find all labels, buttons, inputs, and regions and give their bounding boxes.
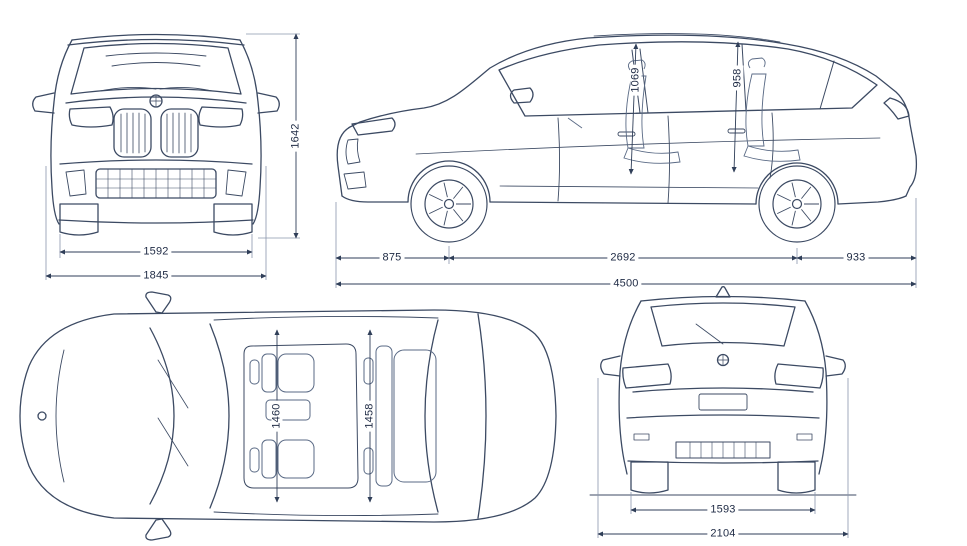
- top-wipers: [157, 359, 189, 467]
- side-view-drawing: [335, 33, 918, 288]
- dim-side-front-overhang: 875: [379, 252, 405, 264]
- front-headlights: [68, 106, 244, 128]
- rear-bumper: [627, 433, 819, 464]
- front-mirrors: [32, 92, 280, 114]
- dim-side-rear-headroom: 958: [732, 65, 744, 91]
- bmw-roundel-icon: [37, 411, 47, 421]
- rear-car-outline: [589, 286, 857, 496]
- top-view-panel: 1460 1458: [4, 290, 570, 542]
- front-car-outline: [32, 33, 280, 236]
- rear-mirrors: [600, 355, 846, 377]
- front-view-panel: 1592 1845 1642: [8, 6, 308, 284]
- dim-front-track-width: 1592: [140, 246, 172, 258]
- side-mirror: [509, 87, 534, 104]
- side-view-panel: 1069 958 875 2692 933 4500: [318, 6, 962, 296]
- rear-taillights: [622, 363, 824, 389]
- side-taillight: [883, 97, 910, 120]
- bmw-roundel-icon: [716, 353, 730, 367]
- side-wheels: [410, 165, 836, 243]
- rear-view-drawing: [589, 286, 857, 538]
- front-view-drawing: [32, 33, 300, 280]
- dim-top-front-interior-width: 1460: [271, 400, 283, 432]
- dim-side-rear-overhang: 933: [843, 252, 869, 264]
- side-dimension-lines: [335, 198, 917, 288]
- dim-front-overall-height: 1642: [290, 120, 302, 152]
- rear-view-panel: 1593 2104: [578, 284, 958, 546]
- dim-rear-track-width: 1593: [707, 504, 739, 516]
- dim-top-rear-interior-width: 1458: [364, 400, 376, 432]
- dim-side-wheelbase: 2692: [607, 252, 639, 264]
- top-view-drawing: [19, 291, 557, 541]
- bmw-roundel-icon: [149, 94, 163, 108]
- top-sunroof: [243, 343, 359, 489]
- rear-wheels: [630, 461, 816, 494]
- side-headlight: [351, 117, 396, 136]
- shark-fin-antenna: [715, 286, 731, 298]
- rear-wiper: [695, 323, 724, 345]
- front-kidney-grille: [113, 108, 199, 158]
- front-wheels: [59, 203, 253, 236]
- dim-front-overall-width: 1845: [140, 270, 172, 282]
- top-car-outline: [19, 291, 557, 541]
- front-bumper: [58, 159, 254, 224]
- side-car-outline: [336, 33, 918, 205]
- dim-rear-width-incl-mirrors: 2104: [707, 528, 739, 540]
- dim-side-front-headroom: 1069: [630, 64, 642, 96]
- top-mirrors: [145, 291, 172, 541]
- dim-side-overall-length: 4500: [610, 278, 642, 290]
